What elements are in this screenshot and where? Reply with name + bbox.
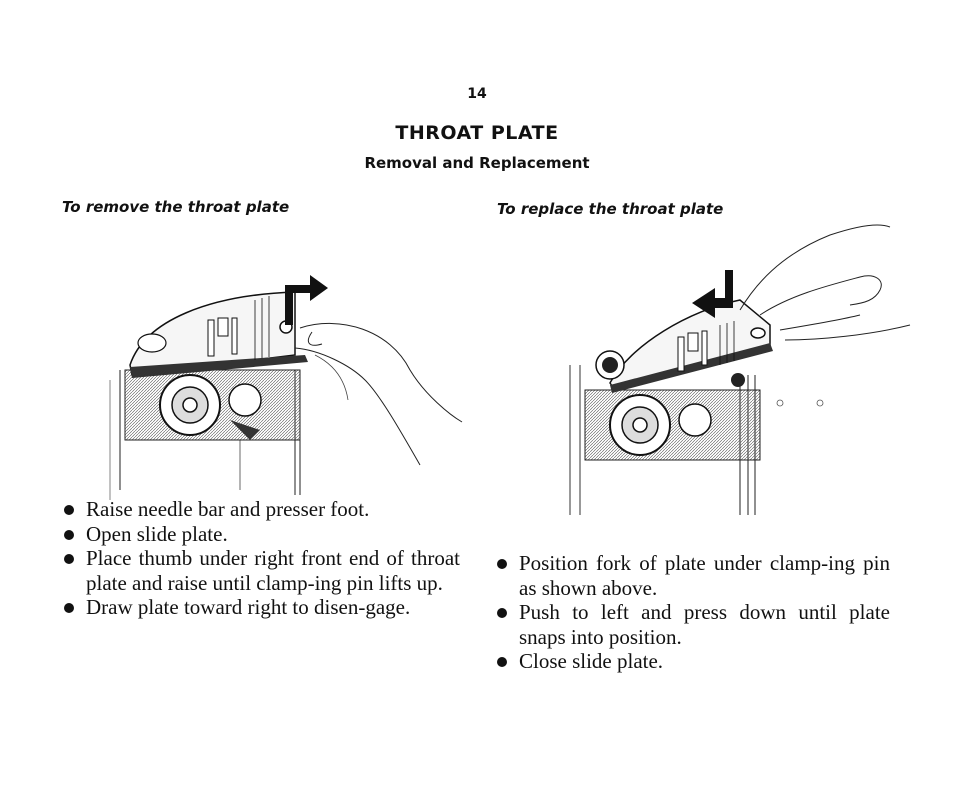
remove-section-heading: To remove the throat plate — [62, 198, 290, 216]
replace-step-1: Position fork of plate under clamp-ing p… — [495, 551, 890, 600]
replace-section-heading: To replace the throat plate — [497, 200, 724, 218]
remove-step-3: Place thumb under right front end of thr… — [62, 546, 460, 595]
remove-step-1: Raise needle bar and presser foot. — [62, 497, 460, 522]
replace-step-2: Push to left and press down until plate … — [495, 600, 890, 649]
replace-throat-plate-illustration — [569, 224, 911, 515]
remove-step-4: Draw plate toward right to disen-gage. — [62, 595, 460, 620]
remove-throat-plate-illustration — [109, 275, 463, 500]
remove-step-2: Open slide plate. — [62, 522, 460, 547]
remove-steps-list: Raise needle bar and presser foot. Open … — [62, 497, 460, 620]
replace-step-3: Close slide plate. — [495, 649, 890, 674]
page-number: 14 — [467, 86, 487, 102]
page-title: THROAT PLATE — [395, 122, 559, 144]
page-subtitle: Removal and Replacement — [364, 154, 590, 172]
replace-steps-list: Position fork of plate under clamp-ing p… — [495, 551, 890, 674]
